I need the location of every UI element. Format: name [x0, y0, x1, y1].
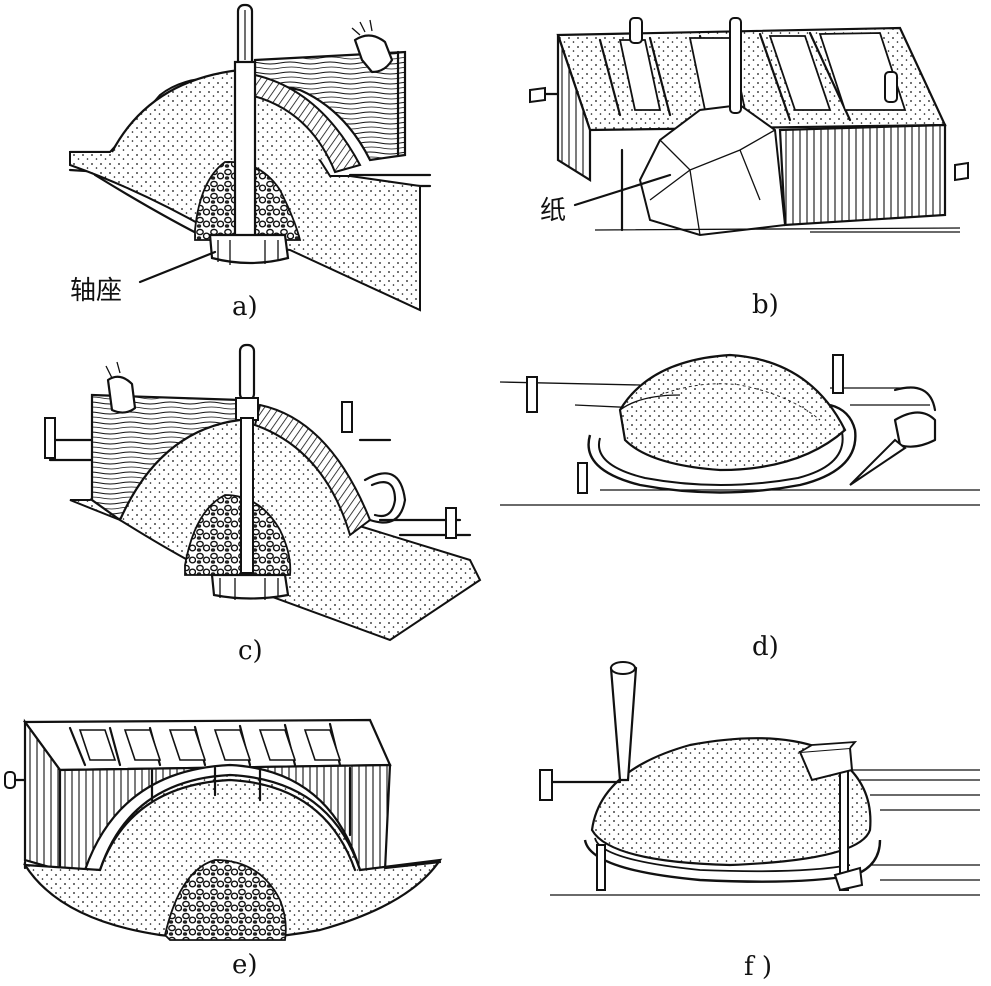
caption-panel-c: c): [238, 636, 263, 666]
caption-panel-f: f ): [744, 952, 773, 982]
panel-d-drawing: [499, 353, 980, 506]
panel-c-drawing: [44, 343, 482, 642]
panel-b-drawing: [529, 17, 969, 237]
panel-f-drawing: [539, 661, 980, 896]
callout-paper: 纸: [540, 196, 567, 226]
caption-panel-e: e): [232, 950, 258, 980]
panel-e-drawing: [4, 718, 443, 941]
caption-panel-a: a): [232, 292, 258, 322]
caption-panel-d: d): [752, 632, 779, 662]
caption-panel-b: b): [752, 290, 779, 320]
panel-a-drawing: [68, 3, 432, 312]
callout-bearing-seat: 轴座: [70, 276, 123, 306]
